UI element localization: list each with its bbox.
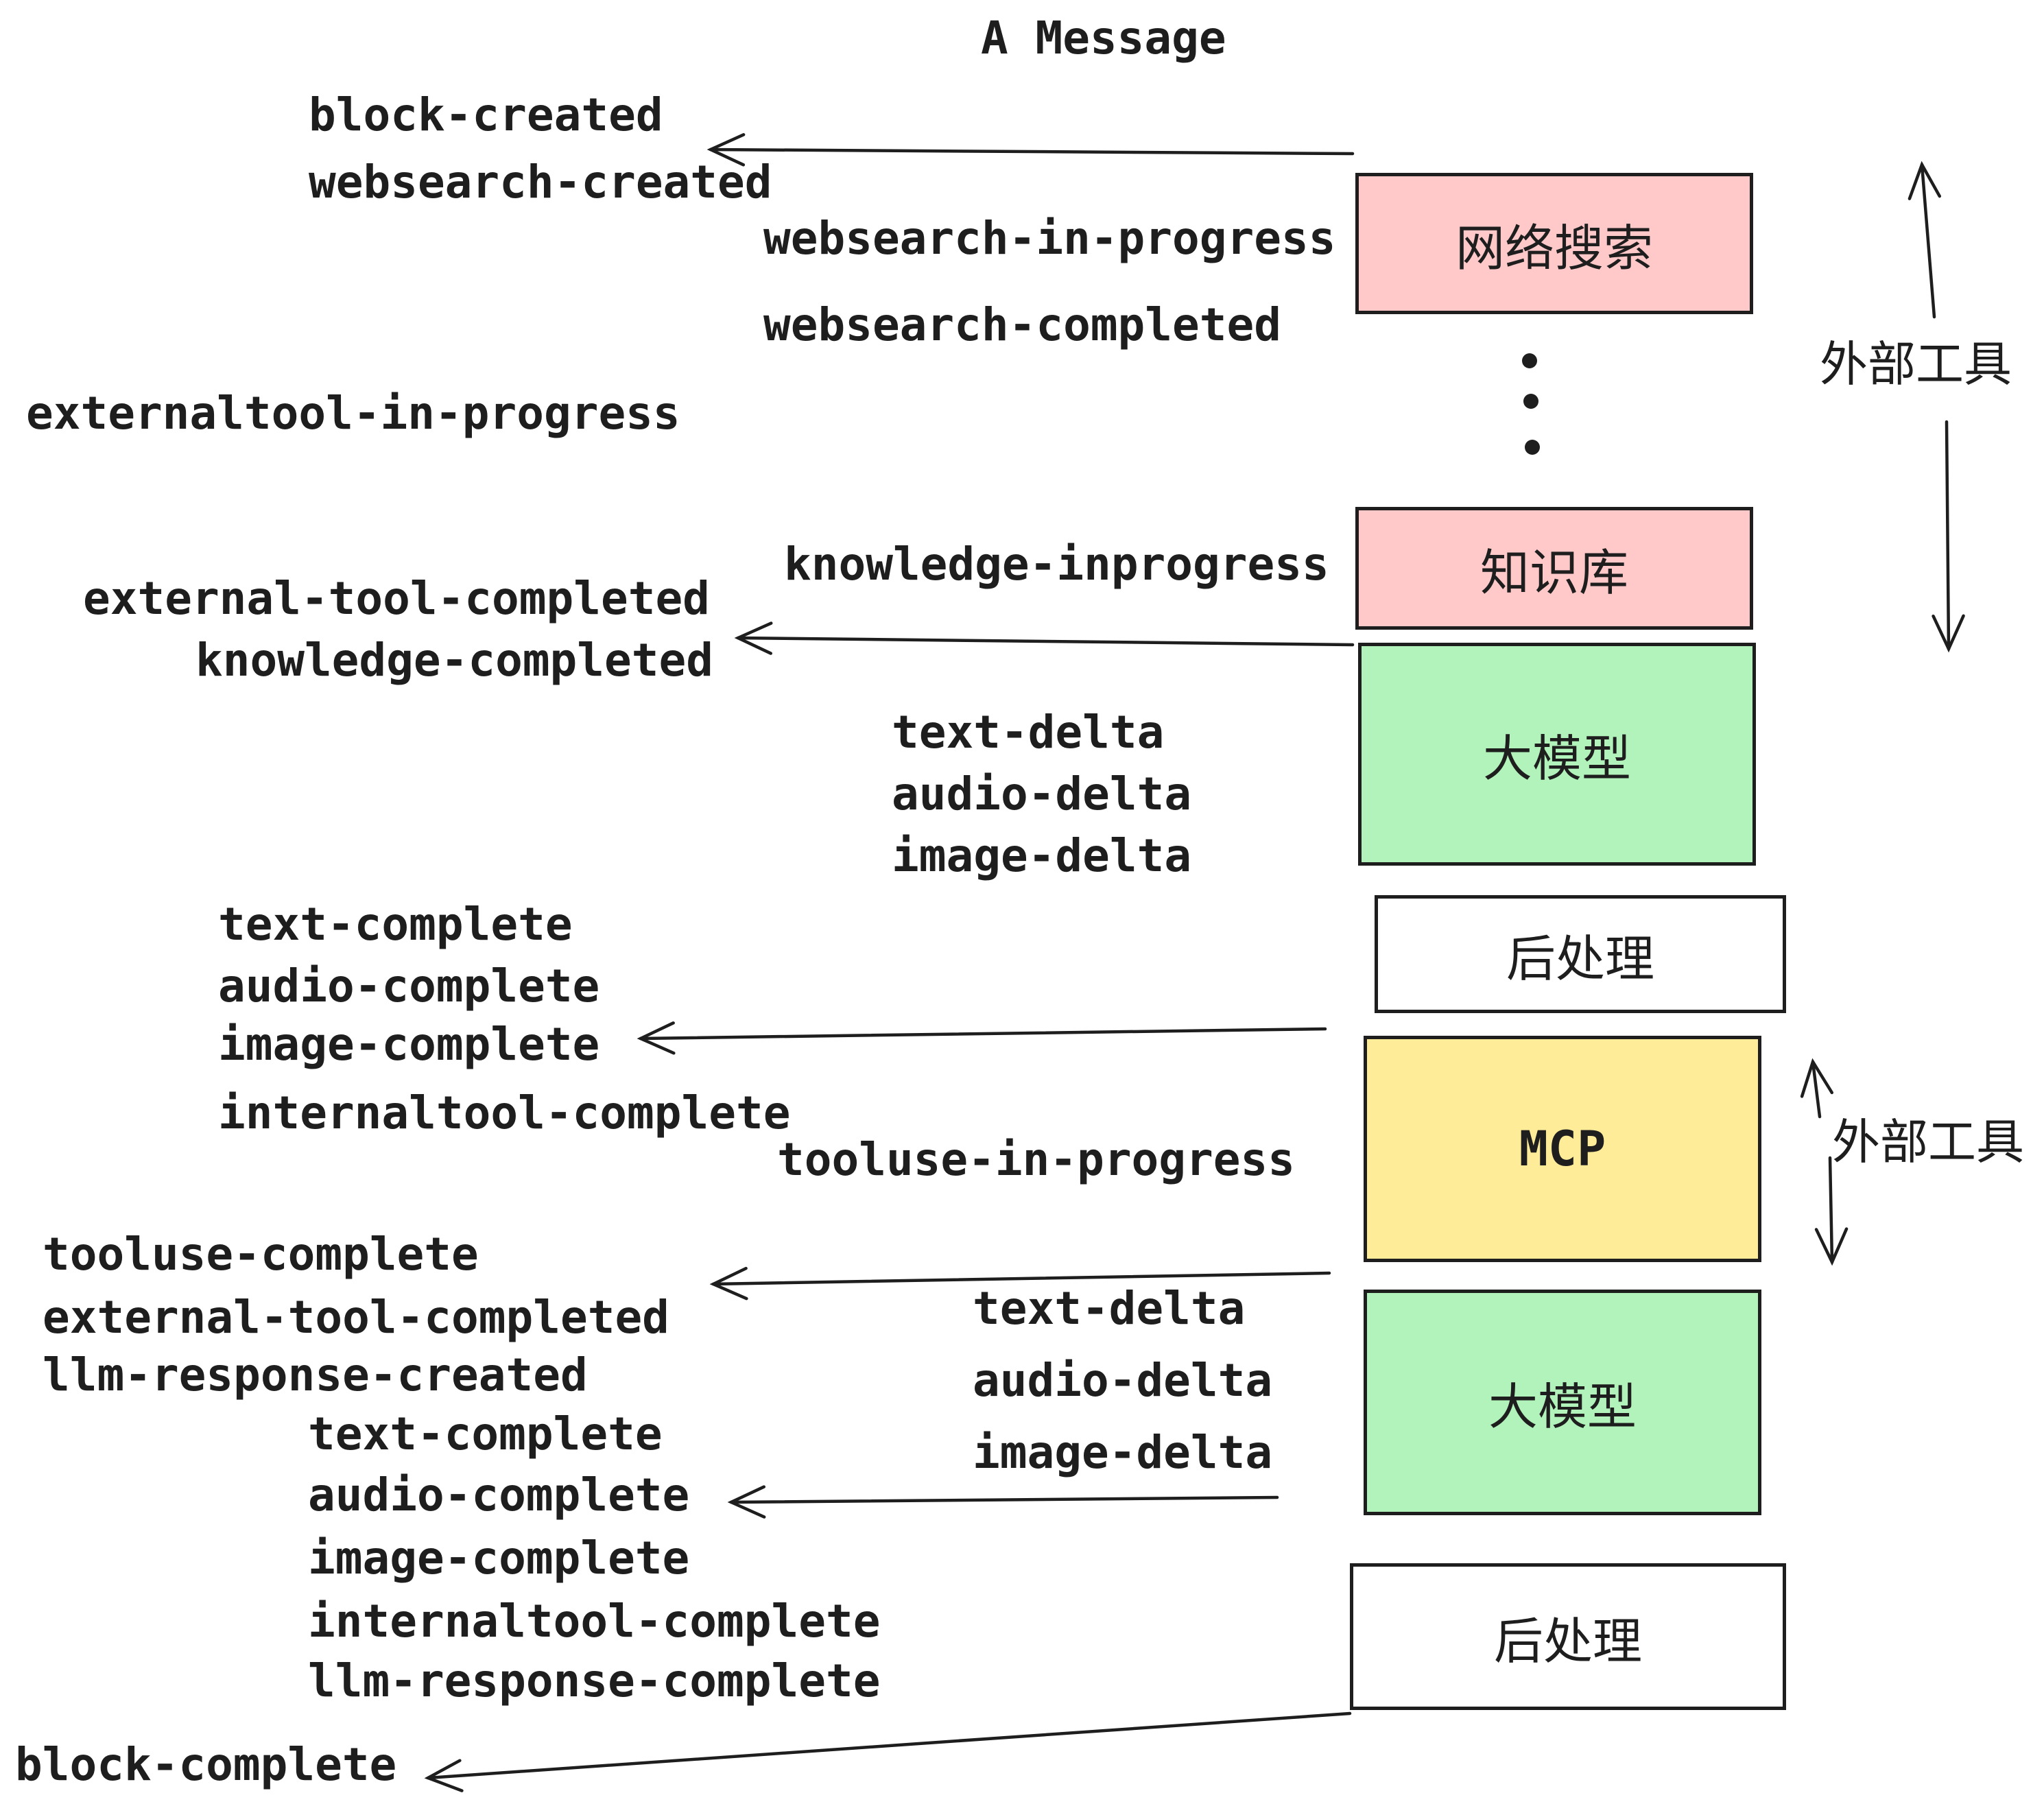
box-llm-top: 大模型 — [1358, 643, 1756, 866]
arrow-to-image-complete — [637, 1021, 1327, 1055]
event-label-externaltool-in-progress: externaltool-in-progress — [26, 387, 680, 440]
event-label-audio-delta: audio-delta — [973, 1354, 1273, 1407]
event-label-image-complete: image-complete — [308, 1532, 690, 1585]
external-tools-top-down-arrow — [1932, 420, 1965, 653]
box-knowledge-base-label: 知识库 — [1479, 544, 1628, 602]
vertical-ellipsis-dot — [1525, 440, 1540, 455]
event-label-llm-response-created: llm-response-created — [43, 1349, 588, 1401]
event-label-audio-complete: audio-complete — [218, 960, 600, 1012]
event-label-text-complete: text-complete — [308, 1408, 663, 1460]
event-label-image-delta: image-delta — [973, 1426, 1273, 1479]
vertical-ellipsis-dot — [1522, 353, 1537, 368]
event-label-internaltool-complete: internaltool-complete — [218, 1087, 791, 1139]
event-label-knowledge-completed: knowledge-completed — [195, 634, 713, 687]
box-llm-top-label: 大模型 — [1482, 730, 1631, 787]
vertical-ellipsis-dot — [1523, 394, 1538, 409]
arrow-to-block-complete — [424, 1711, 1352, 1792]
event-label-internaltool-complete: internaltool-complete — [308, 1595, 881, 1648]
diagram-title: A Message — [981, 12, 1226, 64]
side-label-external-tools-bottom: 外部工具 — [1832, 1114, 2024, 1170]
arrow-to-knowledge-completed — [734, 621, 1355, 655]
event-label-llm-response-complete: llm-response-complete — [308, 1654, 881, 1707]
event-label-image-delta: image-delta — [892, 829, 1192, 882]
event-label-tooluse-in-progress: tooluse-in-progress — [777, 1133, 1295, 1186]
box-mcp-label: MCP — [1519, 1121, 1606, 1177]
event-label-knowledge-inprogress: knowledge-inprogress — [784, 538, 1329, 591]
event-label-text-delta: text-delta — [892, 706, 1165, 759]
box-llm-bottom: 大模型 — [1364, 1290, 1761, 1515]
box-mcp: MCP — [1364, 1036, 1761, 1262]
arrow-to-websearch-created — [706, 133, 1355, 167]
event-label-websearch-completed: websearch-completed — [763, 298, 1281, 351]
event-label-external-tool-completed: external-tool-completed — [43, 1291, 669, 1344]
box-websearch-label: 网络搜索 — [1455, 219, 1653, 277]
event-label-audio-complete: audio-complete — [308, 1469, 690, 1521]
event-label-text-complete: text-complete — [218, 898, 573, 951]
event-label-audio-delta: audio-delta — [892, 768, 1192, 820]
box-postprocess-top: 后处理 — [1375, 895, 1786, 1013]
event-label-block-complete: block-complete — [15, 1738, 397, 1791]
event-label-text-delta: text-delta — [973, 1282, 1246, 1335]
box-knowledge-base: 知识库 — [1355, 507, 1753, 630]
external-tools-top-up-arrow — [1908, 161, 1942, 319]
event-label-websearch-in-progress: websearch-in-progress — [763, 212, 1336, 265]
event-label-external-tool-completed: external-tool-completed — [83, 572, 710, 625]
box-postprocess-bottom-label: 后处理 — [1493, 1612, 1642, 1670]
external-tools-bottom-down-arrow — [1814, 1156, 1849, 1266]
event-label-image-complete: image-complete — [218, 1018, 600, 1071]
side-label-external-tools-top: 外部工具 — [1820, 336, 2012, 392]
event-label-websearch-created: websearch-created — [309, 156, 772, 209]
event-label-block-created: block-created — [309, 88, 663, 141]
box-websearch: 网络搜索 — [1355, 173, 1753, 314]
event-label-tooluse-complete: tooluse-complete — [43, 1228, 479, 1281]
arrow-to-audio-complete — [727, 1485, 1279, 1519]
box-llm-bottom-label: 大模型 — [1488, 1378, 1637, 1436]
external-tools-bottom-up-arrow — [1800, 1058, 1834, 1119]
box-postprocess-top-label: 后处理 — [1506, 929, 1654, 988]
box-postprocess-bottom: 后处理 — [1350, 1563, 1786, 1710]
